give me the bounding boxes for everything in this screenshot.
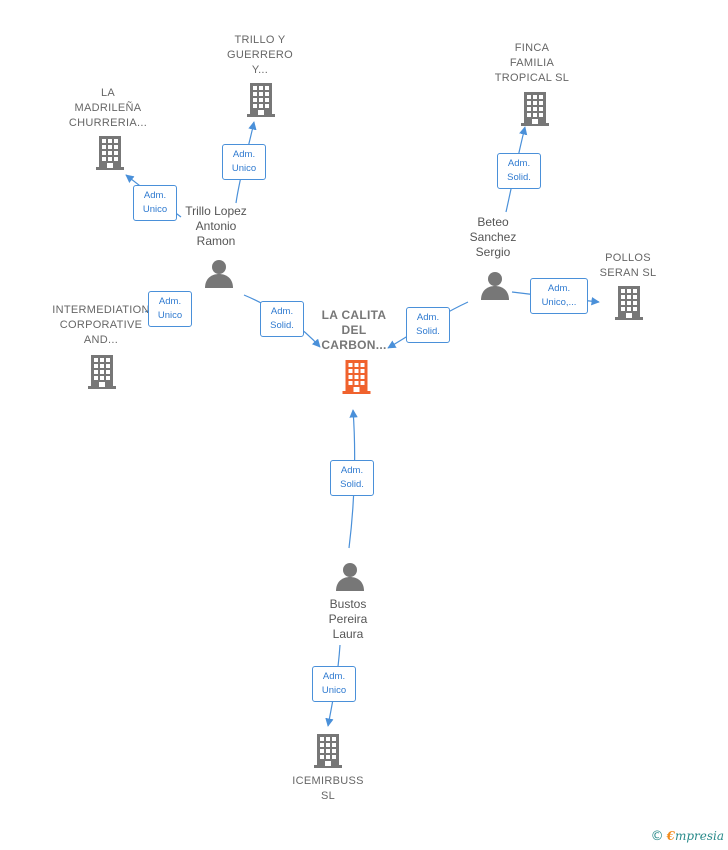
icemirbuss-building-icon[interactable]: [314, 734, 342, 768]
pollos-building-icon[interactable]: [615, 286, 643, 320]
bustos-person-icon[interactable]: [336, 563, 364, 591]
edge-label-trillo-guerrero[interactable]: Adm. Unico: [222, 144, 266, 180]
main-company-building-icon[interactable]: [342, 360, 371, 394]
copyright-symbol: ©: [650, 829, 664, 844]
finca-label[interactable]: FINCA FAMILIA TROPICAL SL: [494, 42, 570, 84]
trillo-lopez-person-icon[interactable]: [205, 260, 233, 288]
brand-name: mpresia: [674, 829, 724, 843]
main-company-label[interactable]: LA CALITA DEL CARBON...: [321, 308, 387, 352]
intermediation-label[interactable]: INTERMEDIATION CORPORATIVE AND...: [52, 304, 150, 346]
beteo-person-icon[interactable]: [481, 272, 509, 300]
edge-label-trillo-main[interactable]: Adm. Solid.: [260, 301, 304, 337]
edge-label-trillo-madrilena[interactable]: Adm. Unico: [133, 185, 177, 221]
trillo-lopez-label[interactable]: Trillo Lopez Antonio Ramon: [185, 204, 247, 248]
edge-label-beteo-pollos[interactable]: Adm. Unico,...: [530, 278, 588, 314]
edge-label-beteo-finca[interactable]: Adm. Solid.: [497, 153, 541, 189]
icemirbuss-label[interactable]: ICEMIRBUSS SL: [292, 775, 364, 802]
edge-label-trillo-intermediation[interactable]: Adm. Unico: [148, 291, 192, 327]
edge-label-bustos-icemirbuss[interactable]: Adm. Unico: [312, 666, 356, 702]
edge-label-bustos-main[interactable]: Adm. Solid.: [330, 460, 374, 496]
empresia-watermark: ©€mpresia: [651, 829, 724, 844]
finca-building-icon[interactable]: [521, 92, 549, 126]
pollos-label[interactable]: POLLOS SERAN SL: [599, 252, 657, 279]
edge-label-beteo-main[interactable]: Adm. Solid.: [406, 307, 450, 343]
trillo-guerrero-building-icon[interactable]: [247, 83, 275, 117]
beteo-label[interactable]: Beteo Sanchez Sergio: [469, 215, 517, 259]
intermediation-building-icon[interactable]: [88, 355, 116, 389]
bustos-label[interactable]: Bustos Pereira Laura: [328, 597, 368, 641]
trillo-guerrero-label[interactable]: TRILLO Y GUERRERO Y...: [227, 34, 293, 76]
brand-initial: €: [666, 829, 675, 843]
la-madrilena-building-icon[interactable]: [96, 136, 124, 170]
la-madrilena-label[interactable]: LA MADRILEÑA CHURRERIA...: [68, 87, 148, 129]
